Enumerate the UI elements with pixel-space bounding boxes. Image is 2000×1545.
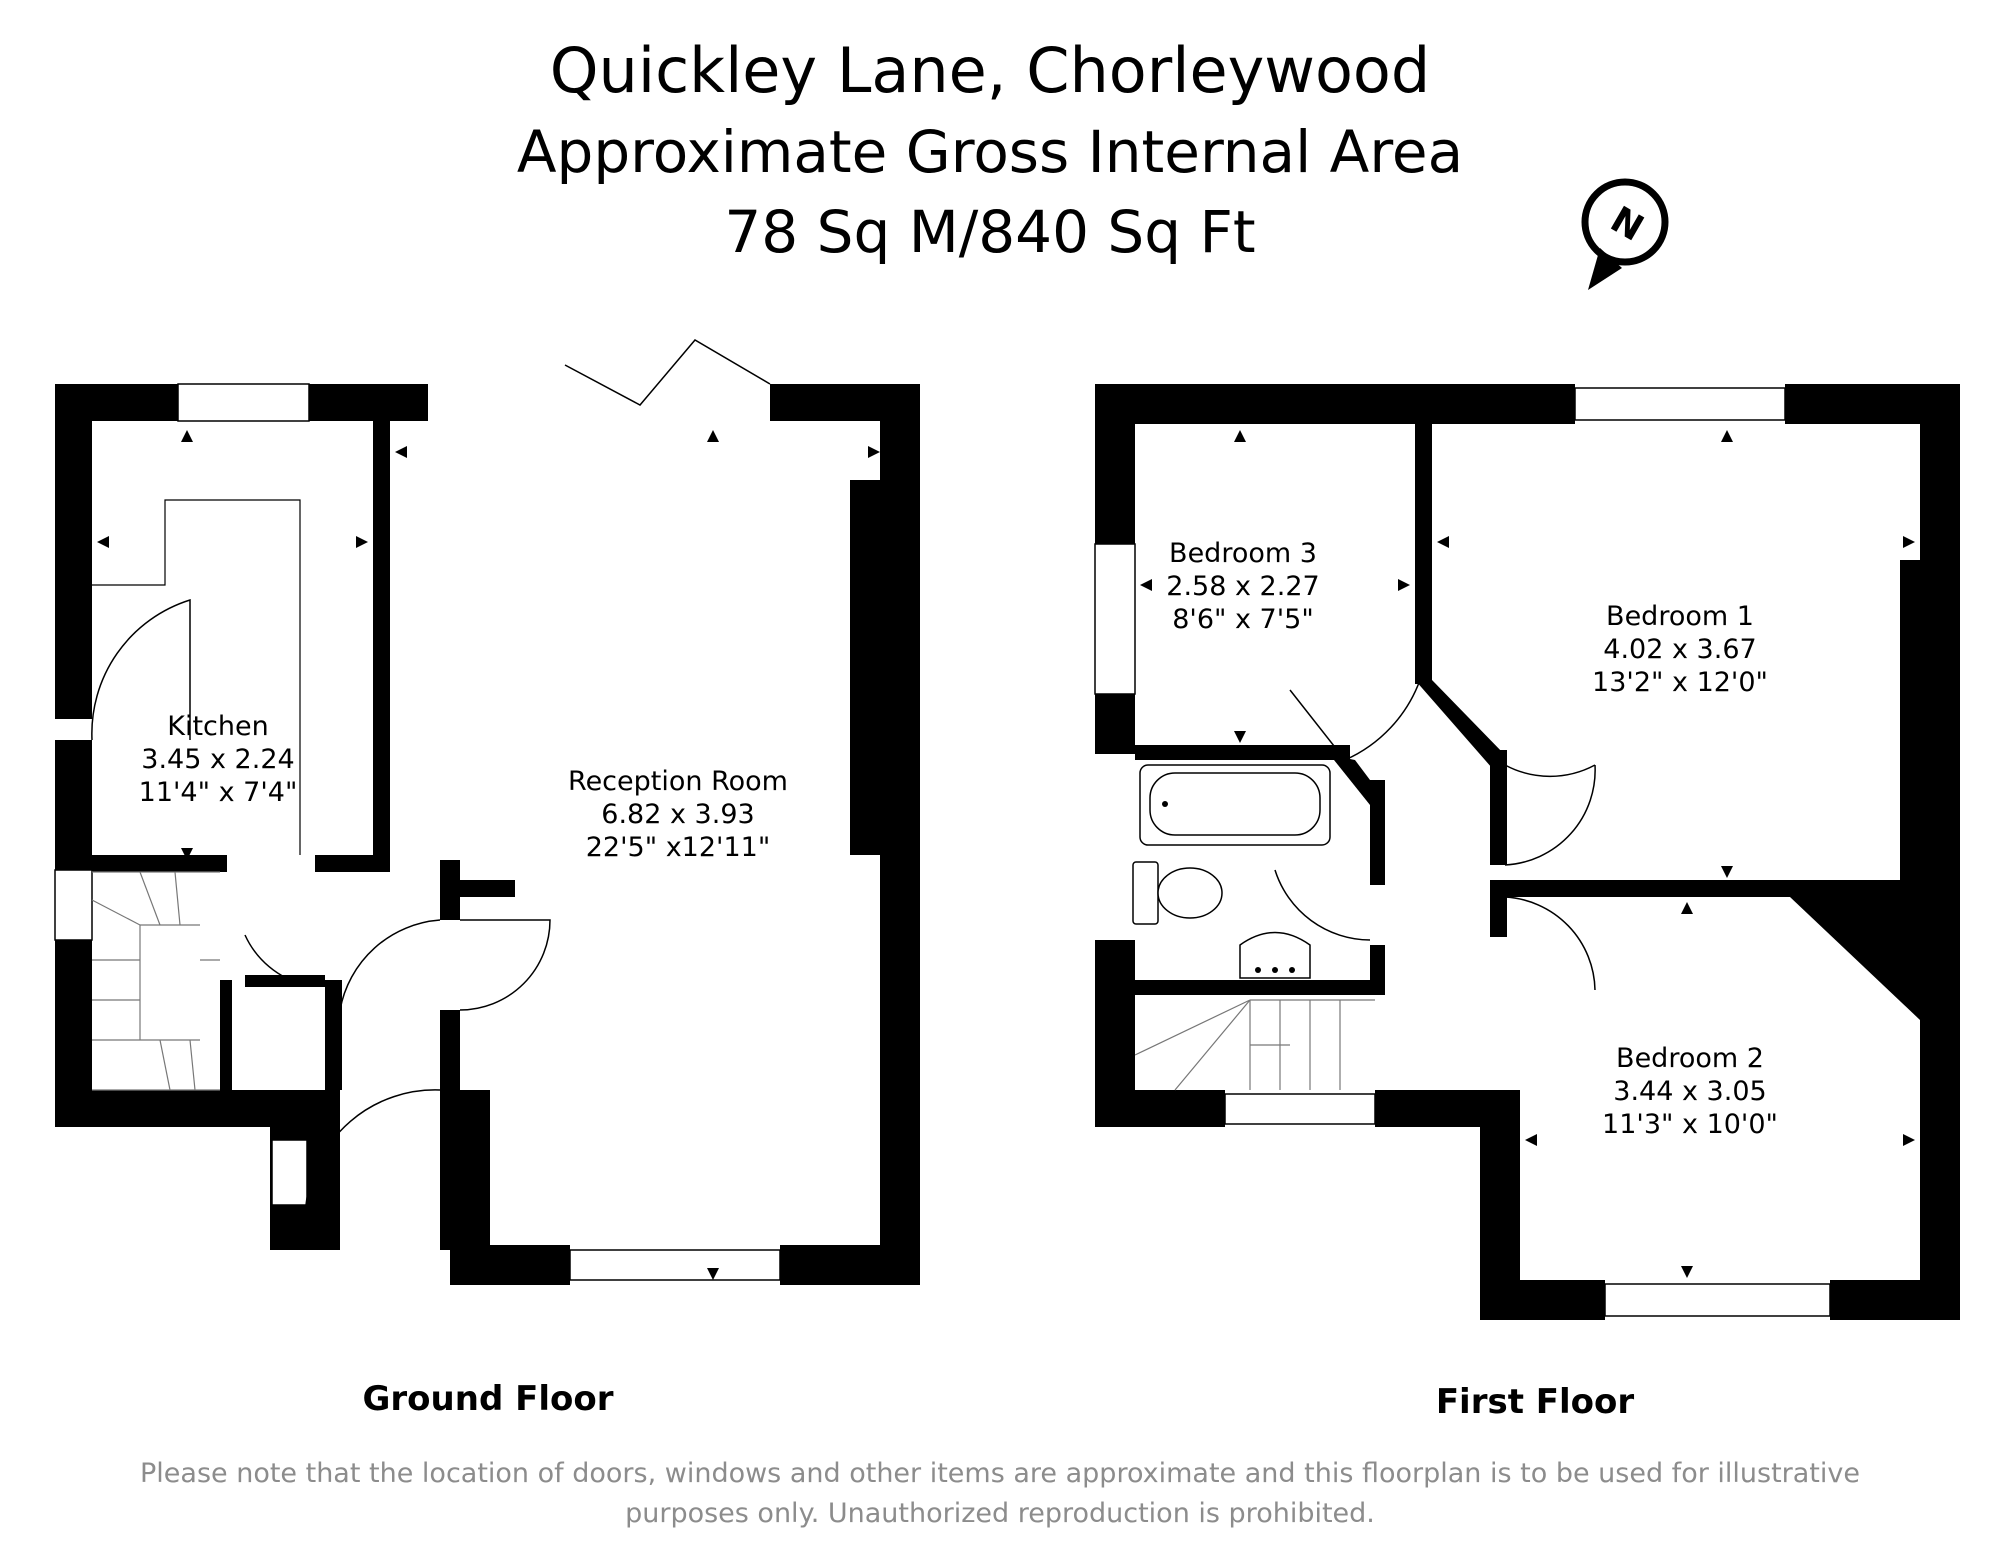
disclaimer-line-2: purposes only. Unauthorized reproduction… [625,1498,1375,1529]
kitchen-side-window [54,869,93,941]
room-bedroom-3: Bedroom 3 2.58 x 2.27 8'6" x 7'5" [1166,538,1319,635]
compass-label: N [1603,199,1650,250]
plan-title: Quickley Lane, Chorleywood [550,34,1430,107]
front-door-side-window [271,1139,308,1206]
bathtub [1139,764,1331,846]
reception-window [569,1249,781,1281]
plan-area: 78 Sq M/840 Sq Ft [724,198,1255,266]
room-bedroom-1: Bedroom 1 4.02 x 3.67 13'2" x 12'0" [1592,601,1768,698]
room-bedroom-2: Bedroom 2 3.44 x 3.05 11'3" x 10'0" [1602,1043,1778,1140]
room-kitchen: Kitchen 3.45 x 2.24 11'4" x 7'4" [139,711,298,808]
ground-floor-plan: Kitchen 3.45 x 2.24 11'4" x 7'4" Recepti… [54,339,920,1419]
room-imperial: 13'2" x 12'0" [1592,667,1768,698]
kitchen-window [177,383,310,422]
first-floor-plan: Bedroom 3 2.58 x 2.27 8'6" x 7'5" Bedroo… [1094,384,1960,1422]
toilet [1132,861,1223,925]
plan-subtitle: Approximate Gross Internal Area [517,118,1463,186]
north-compass-icon: N [1581,178,1669,290]
ground-stairs [91,871,220,1091]
first-floor-label: First Floor [1436,1382,1635,1422]
room-imperial: 11'3" x 10'0" [1602,1109,1778,1140]
room-metric: 3.44 x 3.05 [1613,1076,1766,1107]
sink [1239,931,1311,979]
bedroom3-window [1094,543,1136,695]
room-name: Bedroom 1 [1606,601,1754,632]
room-name: Kitchen [167,711,268,742]
first-stairs [1134,999,1375,1091]
room-name: Bedroom 3 [1169,538,1317,569]
room-imperial: 8'6" x 7'5" [1172,604,1314,635]
room-metric: 2.58 x 2.27 [1166,571,1319,602]
room-imperial: 22'5" x12'11" [586,832,771,863]
room-name: Reception Room [568,766,788,797]
room-metric: 6.82 x 3.93 [601,799,754,830]
room-imperial: 11'4" x 7'4" [139,777,298,808]
room-metric: 4.02 x 3.67 [1603,634,1756,665]
room-metric: 3.45 x 2.24 [141,744,294,775]
ground-floor-label: Ground Floor [363,1379,614,1419]
disclaimer-line-1: Please note that the location of doors, … [140,1458,1860,1489]
dimension-markers [97,430,1915,1280]
bedroom1-window [1574,387,1786,421]
room-reception: Reception Room 6.82 x 3.93 22'5" x12'11" [568,766,788,863]
landing-window [1224,1093,1376,1125]
room-name: Bedroom 2 [1616,1043,1764,1074]
bedroom2-window [1604,1283,1831,1317]
